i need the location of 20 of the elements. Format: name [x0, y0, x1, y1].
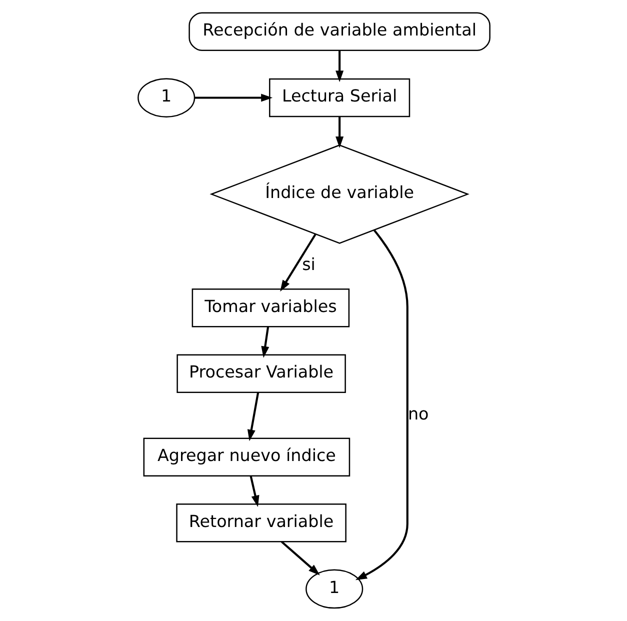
edge-label: no — [407, 404, 428, 424]
arrow — [249, 476, 259, 507]
arrow — [354, 230, 408, 580]
arrow — [280, 234, 316, 292]
node-box: Agregar nuevo índice — [142, 438, 350, 477]
arrow — [194, 94, 272, 102]
node-box: Procesar Variable — [176, 354, 346, 394]
node-box: Lectura Serial — [268, 78, 410, 118]
node-ellipse: 1 — [137, 78, 195, 118]
arrow — [335, 50, 344, 82]
edge-label: si — [302, 255, 315, 274]
node-box: Tomar variables — [191, 288, 350, 328]
node-diamond: Índice de variable — [209, 144, 469, 244]
node-ellipse: 1 — [305, 569, 363, 609]
node-box: Recepción de variable ambiental — [188, 12, 490, 52]
arrow — [280, 540, 320, 576]
arrow — [260, 326, 269, 358]
arrow — [335, 116, 344, 148]
node-box: Retornar variable — [176, 503, 346, 542]
arrow — [246, 392, 259, 442]
